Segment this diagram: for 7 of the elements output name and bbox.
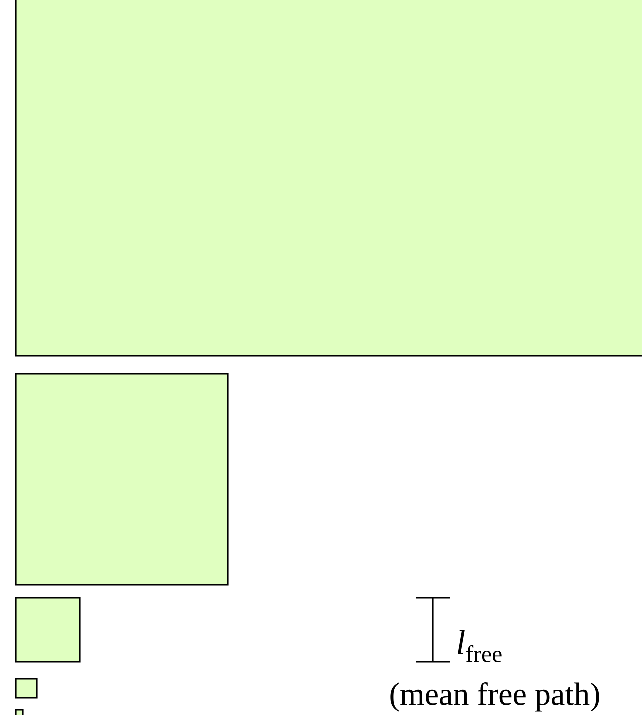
box xyxy=(15,678,38,699)
box xyxy=(15,0,642,357)
box xyxy=(15,373,229,586)
caption-text: (mean free path) xyxy=(390,682,600,712)
box xyxy=(15,597,81,663)
box xyxy=(15,709,24,715)
symbol-label: l$_{free}$ xyxy=(458,630,502,662)
